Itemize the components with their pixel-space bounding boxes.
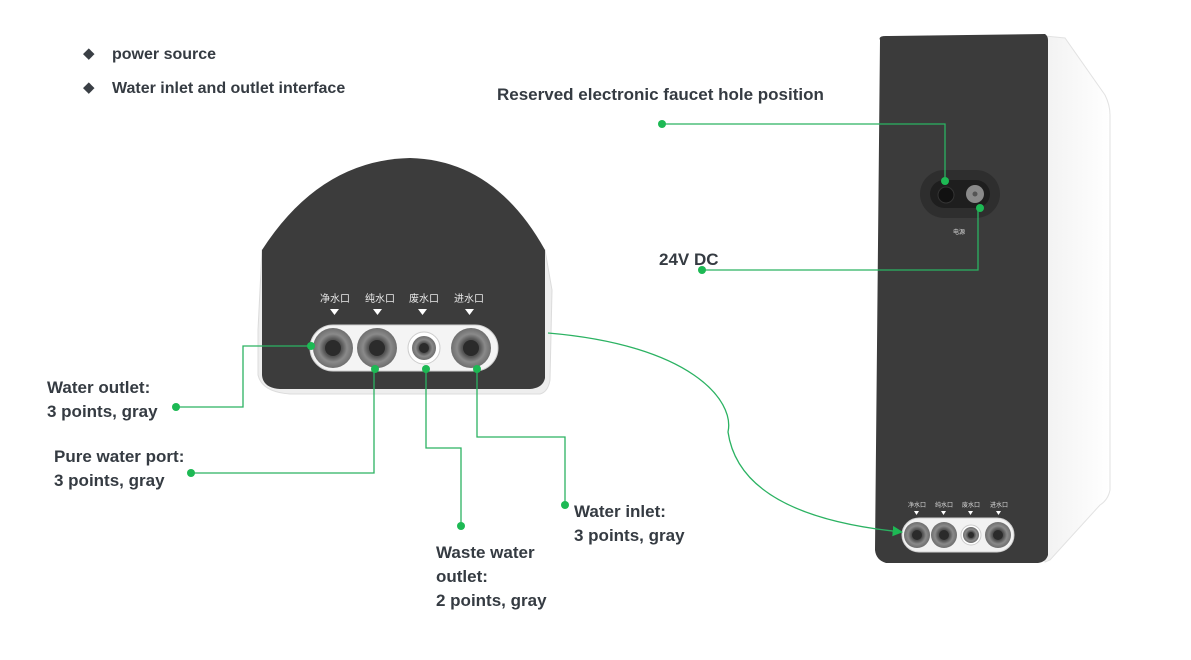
- main-port-label-waste: 废水口: [962, 501, 980, 509]
- closeup-port-clean: [313, 328, 353, 368]
- leader-pure-water: [191, 369, 375, 474]
- callout-power: 24V DC: [659, 250, 719, 269]
- closeup-device: 净水口 纯水口 废水口 进水口: [257, 158, 553, 395]
- main-port-label-clean: 净水口: [908, 501, 926, 509]
- callout-waste-water-line1: Waste water: [436, 543, 535, 562]
- callout-water-outlet-line1: Water outlet:: [47, 378, 151, 397]
- callout-water-inlet-line2: 3 points, gray: [574, 526, 685, 545]
- closeup-port-label-pure: 纯水口: [365, 292, 395, 305]
- main-port-label-pure: 纯水口: [935, 501, 953, 509]
- closeup-port-label-waste: 废水口: [409, 292, 439, 305]
- leader-water-inlet: [476, 369, 566, 505]
- closeup-port-pure: [357, 328, 397, 368]
- callout-dots: [172, 120, 984, 530]
- callout-pure-water-line1: Pure water port:: [54, 447, 185, 466]
- callout-water-inlet-line1: Water inlet:: [574, 502, 666, 521]
- closeup-port-label-inlet: 进水口: [454, 293, 484, 305]
- main-device-power-label: 电源: [953, 228, 965, 236]
- callout-waste-water-line3: 2 points, gray: [436, 591, 547, 610]
- callout-water-outlet-line2: 3 points, gray: [47, 402, 158, 421]
- closeup-port-inlet: [451, 328, 491, 368]
- bullet-water-interface-icon: ◆: [83, 79, 95, 96]
- bullet-power-source: power source: [112, 46, 217, 63]
- callout-lines: [176, 123, 979, 537]
- leader-device-connector: [547, 332, 904, 537]
- callout-pure-water-line2: 3 points, gray: [54, 471, 165, 490]
- leader-power: [702, 209, 979, 271]
- closeup-port-label-clean: 净水口: [320, 292, 350, 305]
- main-port-label-inlet: 进水口: [990, 501, 1008, 509]
- leader-water-outlet: [176, 345, 311, 408]
- callout-faucet-hole: Reserved electronic faucet hole position: [497, 85, 824, 104]
- bullet-water-interface: Water inlet and outlet interface: [112, 80, 346, 97]
- main-device: 电源 净水口 纯水口 废水口 进水口: [875, 34, 1111, 563]
- bullet-power-source-icon: ◆: [83, 45, 95, 62]
- closeup-port-waste: [407, 331, 441, 365]
- leader-faucet-hole: [662, 123, 946, 181]
- callout-waste-water-line2: outlet:: [436, 567, 488, 586]
- leader-waste-water: [425, 369, 462, 526]
